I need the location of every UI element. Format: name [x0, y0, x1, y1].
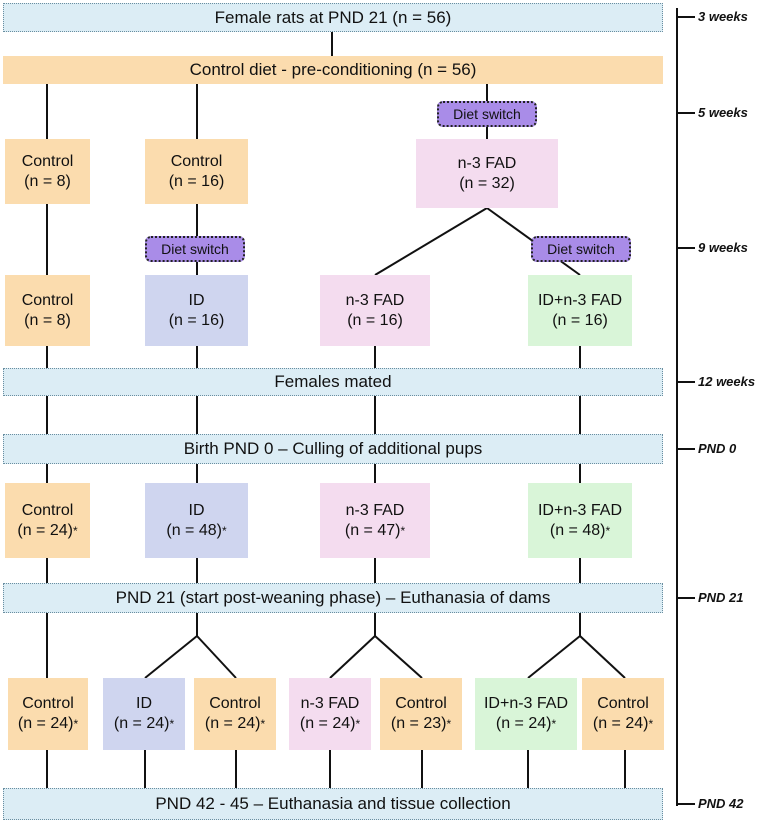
- diet-switch-badge: Diet switch: [145, 236, 245, 262]
- group-size: (n = 24): [299, 715, 356, 732]
- group-box: Control (n = 8): [5, 139, 90, 204]
- asterisk-mark: *: [446, 717, 452, 731]
- stage-start: Female rats at PND 21 (n = 56): [3, 3, 663, 32]
- timeline-label: PND 21: [698, 590, 744, 605]
- asterisk-mark: *: [551, 717, 557, 731]
- group-name: ID: [188, 501, 205, 519]
- asterisk-mark: *: [355, 717, 361, 731]
- asterisk-mark: *: [400, 523, 406, 538]
- group-size: (n = 16): [552, 311, 608, 329]
- group-box: Control (n = 24)*: [194, 678, 276, 750]
- group-box: n-3 FAD (n = 16): [320, 275, 430, 346]
- group-box: ID (n = 24)*: [103, 678, 185, 750]
- group-box: Control (n = 8): [5, 275, 90, 346]
- group-name: ID: [136, 695, 152, 712]
- group-box: n-3 FAD (n = 47)*: [320, 483, 430, 558]
- group-size: (n = 47): [344, 521, 401, 539]
- group-box: n-3 FAD (n = 24)*: [289, 678, 371, 750]
- asterisk-mark: *: [169, 717, 175, 731]
- group-size: (n = 48): [166, 521, 222, 539]
- asterisk-mark: *: [73, 717, 79, 731]
- group-name: ID+n-3 FAD: [483, 695, 569, 712]
- group-name: ID+n-3 FAD: [537, 501, 623, 519]
- timeline-label: 9 weeks: [698, 240, 748, 255]
- group-name: ID+n-3 FAD: [537, 291, 623, 309]
- group-size: (n = 16): [168, 172, 225, 190]
- stage-weaning: PND 21 (start post-weaning phase) – Euth…: [3, 583, 663, 613]
- stage-end: PND 42 - 45 – Euthanasia and tissue coll…: [3, 788, 663, 820]
- group-box: Control (n = 24)*: [582, 678, 664, 750]
- group-name: n-3 FAD: [345, 291, 405, 309]
- group-size: (n = 24): [204, 715, 261, 732]
- group-size: (n = 24): [17, 715, 74, 732]
- asterisk-mark: *: [260, 717, 266, 731]
- group-size: (n = 48): [549, 521, 606, 539]
- asterisk-mark: *: [648, 717, 654, 731]
- group-name: n-3 FAD: [345, 501, 405, 519]
- group-name: Control: [21, 152, 74, 170]
- group-name: Control: [597, 695, 649, 712]
- group-size: (n = 8): [24, 172, 71, 190]
- group-box: ID (n = 16): [145, 275, 248, 346]
- group-name: Control: [209, 695, 261, 712]
- group-name: Control: [22, 695, 74, 712]
- group-box: ID+n-3 FAD (n = 24)*: [475, 678, 577, 750]
- stage-mated: Females mated: [3, 368, 663, 396]
- group-size: (n = 24): [17, 521, 73, 539]
- timeline-label: PND 42: [698, 796, 744, 811]
- diet-switch-badge: Diet switch: [531, 236, 631, 262]
- group-size: (n = 16): [168, 311, 225, 329]
- group-size: (n = 24): [113, 715, 170, 732]
- group-name: Control: [21, 291, 74, 309]
- group-size: (n = 24): [495, 715, 552, 732]
- group-box: n-3 FAD (n = 32): [416, 139, 558, 208]
- timeline-label: PND 0: [698, 441, 737, 456]
- group-box: ID (n = 48)*: [145, 483, 248, 558]
- group-size: (n = 32): [459, 174, 515, 192]
- diet-switch-badge: Diet switch: [437, 101, 537, 127]
- group-box: ID+n-3 FAD (n = 16): [528, 275, 632, 346]
- group-box: Control (n = 16): [145, 139, 248, 204]
- timeline-label: 12 weeks: [698, 374, 756, 389]
- group-name: Control: [395, 695, 447, 712]
- asterisk-mark: *: [605, 523, 611, 538]
- group-box: Control (n = 23)*: [380, 678, 462, 750]
- timeline-label: 3 weeks: [698, 9, 748, 24]
- stage-preconditioning: Control diet - pre-conditioning (n = 56): [3, 56, 663, 84]
- timeline-label: 5 weeks: [698, 105, 748, 120]
- group-box: ID+n-3 FAD (n = 48)*: [528, 483, 632, 558]
- asterisk-mark: *: [221, 523, 227, 538]
- group-size: (n = 16): [347, 311, 403, 329]
- group-box: Control (n = 24)*: [5, 483, 90, 558]
- group-name: Control: [170, 152, 223, 170]
- group-size: (n = 24): [592, 715, 649, 732]
- group-size: (n = 23): [390, 715, 447, 732]
- group-name: n-3 FAD: [457, 154, 517, 172]
- asterisk-mark: *: [72, 523, 78, 538]
- group-size: (n = 8): [24, 311, 71, 329]
- group-box: Control (n = 24)*: [8, 678, 88, 750]
- stage-birth: Birth PND 0 – Culling of additional pups: [3, 434, 663, 464]
- group-name: ID: [188, 291, 205, 309]
- group-name: Control: [21, 501, 74, 519]
- group-name: n-3 FAD: [300, 695, 360, 712]
